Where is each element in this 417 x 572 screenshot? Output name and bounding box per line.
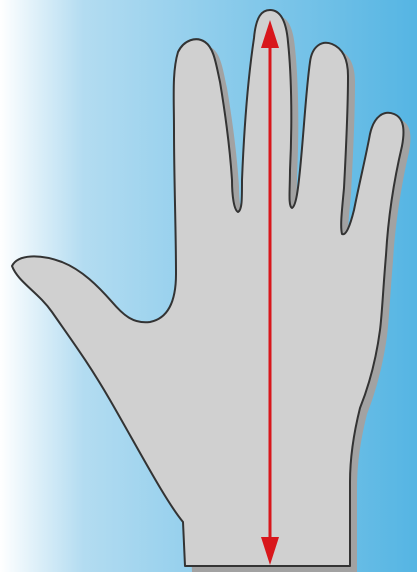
arrow-head-top xyxy=(261,20,279,48)
double-headed-vertical-arrow-icon xyxy=(261,20,279,565)
arrow-head-bottom xyxy=(261,537,279,565)
hand-silhouette-icon xyxy=(11,9,405,567)
